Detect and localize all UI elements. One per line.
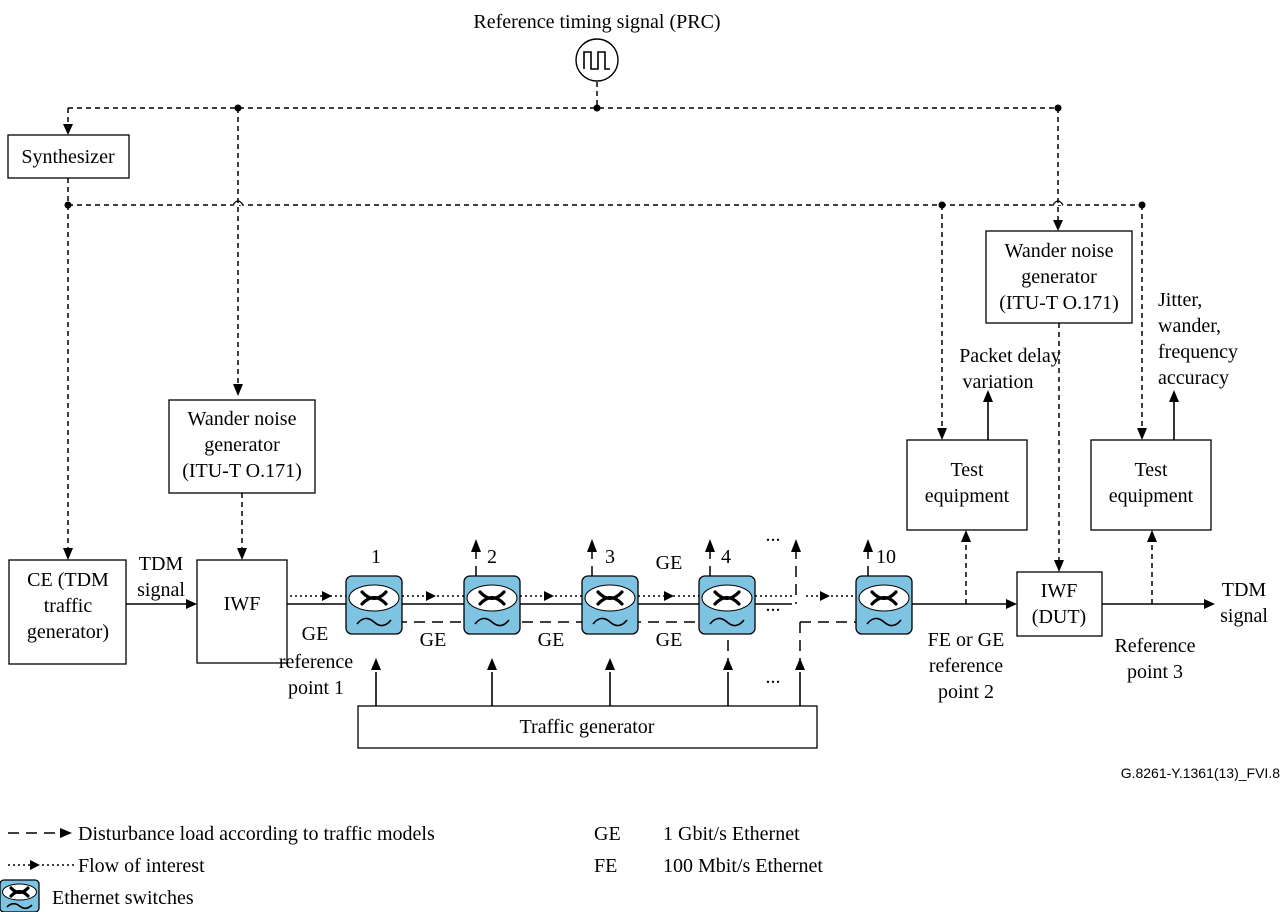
prc-label: Reference timing signal (PRC) xyxy=(473,11,720,33)
svg-text:frequency: frequency xyxy=(1158,341,1238,363)
legend-ge-desc: 1 Gbit/s Ethernet xyxy=(663,823,800,845)
tdm-signal-out-label: TDM xyxy=(1222,579,1267,601)
traffic-generator-box: Traffic generator xyxy=(357,705,818,749)
tdm-signal-in-label: TDM xyxy=(139,553,184,575)
svg-text:equipment: equipment xyxy=(925,485,1010,507)
ge-label-ref1: GE xyxy=(302,623,329,645)
svg-text:point 3: point 3 xyxy=(1127,661,1183,683)
svg-text:signal: signal xyxy=(137,579,185,601)
svg-text:reference: reference xyxy=(929,655,1003,677)
switch-2-number: 2 xyxy=(487,546,497,568)
svg-text:IWF: IWF xyxy=(1041,580,1078,602)
svg-text:wander,: wander, xyxy=(1158,315,1221,337)
switch-10-number: 10 xyxy=(876,546,896,568)
wander-generator-right: Wander noise generator (ITU-T O.171) xyxy=(985,230,1133,324)
svg-text:signal: signal xyxy=(1220,605,1268,627)
svg-text:Traffic generator: Traffic generator xyxy=(520,716,655,738)
svg-text:generator: generator xyxy=(1021,266,1097,288)
reference-point-3-label: Reference xyxy=(1114,635,1195,657)
legend-fe-desc: 100 Mbit/s Ethernet xyxy=(663,855,823,877)
svg-text:Test: Test xyxy=(1134,459,1167,481)
figure-id: G.8261-Y.1361(13)_FVI.8 xyxy=(1121,765,1281,781)
svg-text:(ITU-T O.171): (ITU-T O.171) xyxy=(182,460,302,482)
svg-text:IWF: IWF xyxy=(224,593,261,615)
reference-point-2-label: FE or GE xyxy=(928,629,1005,651)
svg-text:point 1: point 1 xyxy=(288,677,344,699)
legend-ge-abbr: GE xyxy=(594,823,621,845)
svg-text:Wander noise: Wander noise xyxy=(1005,240,1114,262)
svg-text:equipment: equipment xyxy=(1109,485,1194,507)
legend-disturbance-label: Disturbance load according to traffic mo… xyxy=(78,823,435,845)
ethernet-switch-2 xyxy=(462,574,522,636)
packet-delay-variation-label: Packet delay xyxy=(959,345,1061,367)
test-equipment-2: Test equipment xyxy=(1090,439,1212,531)
legend: Disturbance load according to traffic mo… xyxy=(0,823,823,912)
svg-text:Test: Test xyxy=(950,459,983,481)
ellipsis-bottom: ... xyxy=(766,666,781,688)
reference-point-1-label: reference xyxy=(279,651,353,673)
ellipsis-top: ... xyxy=(766,524,781,546)
svg-text:(DUT): (DUT) xyxy=(1032,606,1086,628)
svg-text:Wander noise: Wander noise xyxy=(188,408,297,430)
svg-text:point 2: point 2 xyxy=(938,681,994,703)
wander-generator-left: Wander noise generator (ITU-T O.171) xyxy=(168,399,316,494)
svg-text:accuracy: accuracy xyxy=(1158,367,1229,389)
ethernet-switch-3 xyxy=(580,574,640,636)
ellipsis-middle: ... xyxy=(766,594,781,616)
ethernet-switch-10 xyxy=(854,574,914,636)
ethernet-switch-legend-icon xyxy=(0,879,40,912)
test-equipment-1: Test equipment xyxy=(906,439,1028,531)
ethernet-switch-4 xyxy=(697,574,757,636)
synthesizer-label: Synthesizer xyxy=(21,146,115,168)
ge-label-link3: GE xyxy=(656,629,683,651)
switch-4-number: 4 xyxy=(721,546,731,568)
svg-text:(ITU-T O.171): (ITU-T O.171) xyxy=(999,292,1119,314)
svg-text:CE (TDM: CE (TDM xyxy=(27,569,109,591)
ge-label-link2: GE xyxy=(538,629,565,651)
legend-flow-label: Flow of interest xyxy=(78,855,205,877)
iwf-box: IWF xyxy=(196,559,288,664)
ge-label-link1: GE xyxy=(420,629,447,651)
ethernet-switch-1 xyxy=(344,574,404,636)
svg-text:traffic: traffic xyxy=(44,595,93,617)
svg-text:generator): generator) xyxy=(27,621,109,643)
legend-switches-label: Ethernet switches xyxy=(52,887,194,909)
switch-1-number: 1 xyxy=(371,546,381,568)
svg-text:generator: generator xyxy=(204,434,280,456)
ge-label-top: GE xyxy=(656,552,683,574)
prc-clock-icon xyxy=(575,38,619,82)
iwf-dut-box: IWF (DUT) xyxy=(1016,571,1103,637)
switch-3-number: 3 xyxy=(605,546,615,568)
jitter-wander-label: Jitter, xyxy=(1158,289,1202,311)
svg-text:variation: variation xyxy=(962,371,1033,393)
ce-tdm-generator-box: CE (TDM traffic generator) xyxy=(8,559,127,665)
synthesizer-box: Synthesizer xyxy=(7,134,130,179)
legend-fe-abbr: FE xyxy=(594,855,617,877)
